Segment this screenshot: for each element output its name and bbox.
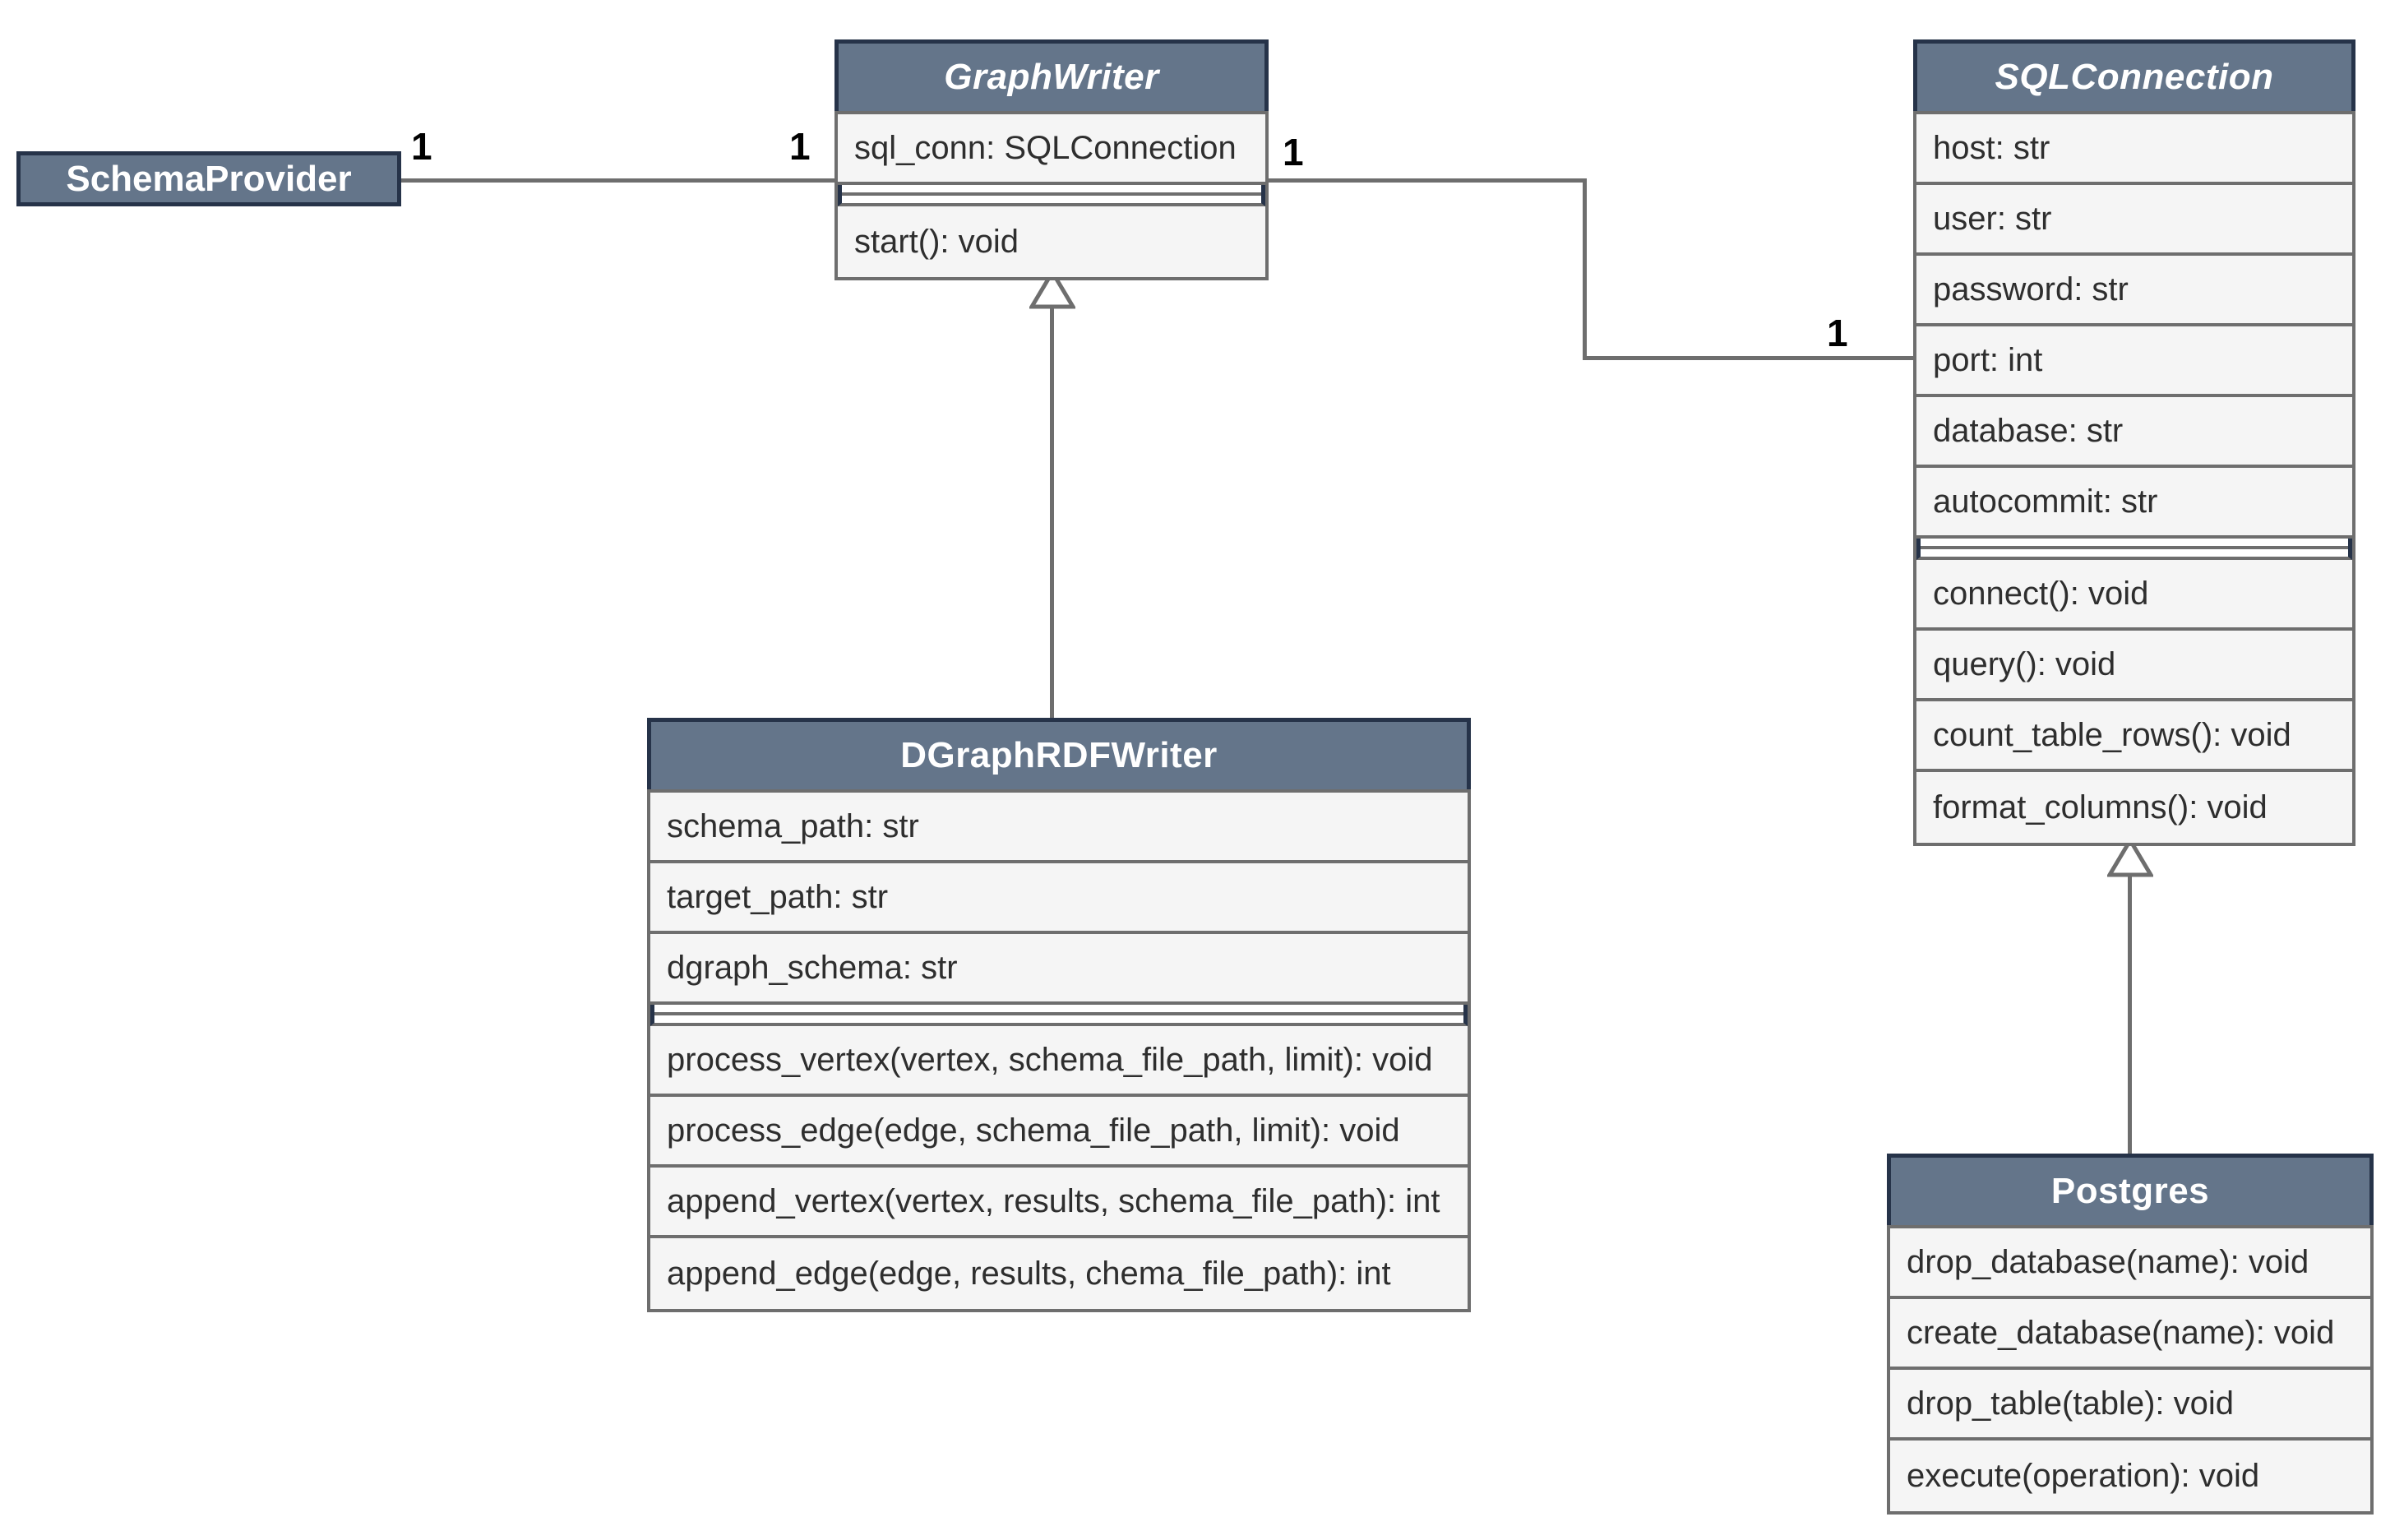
multiplicity-label: 1 [1283,131,1304,173]
method-row: start(): void [838,206,1265,277]
association-graphwriter-sqlconnection-segment-1 [1269,178,1587,183]
class-graphwriter: GraphWriter sql_conn: SQLConnection star… [834,39,1269,280]
attributes-methods-separator [1916,539,2352,560]
multiplicity-label: 1 [789,125,811,168]
attribute-row: password: str [1916,256,2352,326]
method-row: format_columns(): void [1916,772,2352,843]
attribute-row: port: int [1916,326,2352,397]
method-row: connect(): void [1916,560,2352,631]
method-row: query(): void [1916,631,2352,701]
method-row: create_database(name): void [1890,1299,2370,1370]
inheritance-triangle-icon [1029,270,1075,309]
attributes-methods-separator [838,185,1265,206]
method-row: drop_table(table): void [1890,1370,2370,1441]
attributes-methods-separator [650,1005,1468,1026]
multiplicity-label: 1 [411,125,432,168]
class-title: SchemaProvider [66,158,352,199]
method-row: count_table_rows(): void [1916,701,2352,772]
attribute-row: sql_conn: SQLConnection [838,114,1265,185]
method-row: execute(operation): void [1890,1441,2370,1511]
attribute-row: schema_path: str [650,793,1468,863]
class-title: Postgres [1887,1154,2374,1225]
association-graphwriter-sqlconnection-segment-3 [1583,356,1913,360]
association-schemaprovider-graphwriter [401,178,834,183]
class-dgraphrdfwriter: DGraphRDFWriter schema_path: str target_… [647,718,1471,1312]
method-row: process_vertex(vertex, schema_file_path,… [650,1026,1468,1097]
class-title: SQLConnection [1913,39,2355,111]
attribute-row: user: str [1916,185,2352,256]
method-row: append_edge(edge, results, chema_file_pa… [650,1238,1468,1309]
method-row: append_vertex(vertex, results, schema_fi… [650,1168,1468,1238]
multiplicity-label: 1 [1827,312,1848,354]
class-postgres: Postgres drop_database(name): void creat… [1887,1154,2374,1515]
association-graphwriter-sqlconnection-segment-2 [1583,178,1587,360]
inheritance-line-postgres-sqlconnection [2128,870,2132,1154]
class-sqlconnection: SQLConnection host: str user: str passwo… [1913,39,2355,846]
class-title: DGraphRDFWriter [647,718,1471,789]
class-body: drop_database(name): void create_databas… [1887,1225,2374,1515]
attribute-row: database: str [1916,397,2352,468]
class-body: schema_path: str target_path: str dgraph… [647,789,1471,1312]
attribute-row: autocommit: str [1916,468,2352,539]
method-row: process_edge(edge, schema_file_path, lim… [650,1097,1468,1168]
attribute-row: dgraph_schema: str [650,934,1468,1005]
inheritance-triangle-icon [2107,838,2153,877]
method-row: drop_database(name): void [1890,1228,2370,1299]
attribute-row: host: str [1916,114,2352,185]
inheritance-line-dgraphrdfwriter-graphwriter [1050,306,1054,718]
class-body: host: str user: str password: str port: … [1913,111,2355,846]
class-body: sql_conn: SQLConnection start(): void [834,111,1269,280]
class-title: GraphWriter [834,39,1269,111]
attribute-row: target_path: str [650,863,1468,934]
class-schemaprovider: SchemaProvider [16,151,401,206]
